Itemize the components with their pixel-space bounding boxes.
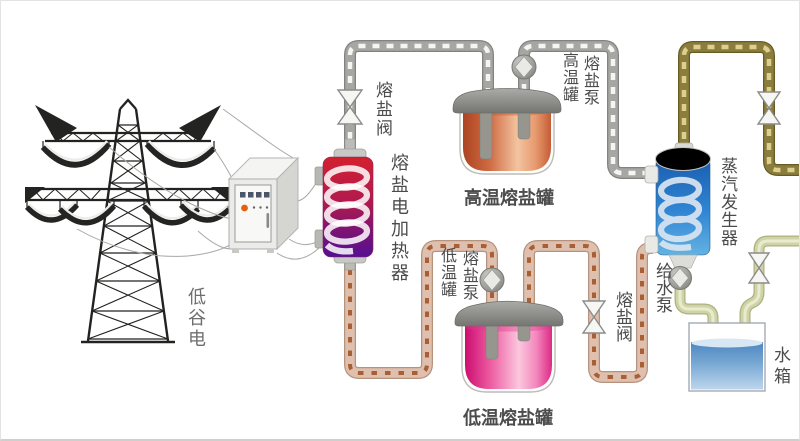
label-electric-heater: 熔盐电加热器	[388, 153, 409, 285]
label-high-temp-pump-line2: 熔盐泵	[581, 55, 600, 106]
label-low-temp-pump-line2: 熔盐泵	[460, 250, 479, 301]
label-top-molten-salt-valve: 熔盐阀	[372, 81, 392, 138]
transmission-tower	[24, 98, 234, 344]
label-water-tank: 水箱	[770, 346, 790, 388]
generator-coil	[657, 176, 703, 251]
cold-tank-lid	[454, 300, 564, 327]
steam-valve-icon	[756, 91, 782, 125]
molten-salt-valve-bottom-icon	[581, 300, 607, 334]
conductor-crescents	[24, 140, 234, 226]
heater-coil	[323, 165, 371, 255]
molten-salt-electric-heater	[314, 138, 374, 271]
control-cabinet	[227, 156, 300, 253]
cabinet-buttons	[240, 192, 270, 228]
power-wires	[76, 108, 322, 260]
label-feed-water-pump: 给水泵	[652, 262, 672, 313]
label-bottom-molten-salt-valve: 熔盐阀	[612, 291, 632, 342]
feed-water-pump-icon	[668, 266, 692, 290]
molten-salt-valve-top-icon	[336, 89, 364, 125]
hot-tank-lid	[452, 88, 562, 114]
label-low-temp-tank: 低温熔盐罐	[463, 408, 553, 429]
pipe-hot-tank-to-steam-generator	[518, 40, 653, 179]
high-temp-molten-salt-tank	[452, 88, 562, 175]
label-high-temp-pump-line1: 高温罐	[560, 52, 579, 103]
feedwater-valve-icon	[747, 252, 771, 284]
cabinet-power-light	[241, 204, 248, 212]
label-steam-generator: 蒸汽发生器	[717, 157, 737, 247]
steam-generator	[644, 142, 711, 269]
label-low-temp-pump-line1: 低温罐	[438, 247, 457, 298]
hot-tank-pump-icon	[511, 54, 537, 80]
low-temp-molten-salt-tank	[454, 300, 564, 393]
label-high-temp-tank: 高温熔盐罐	[464, 188, 554, 209]
feedwater-pipe-right	[739, 235, 799, 331]
pipe-cold-tank-to-heater	[344, 240, 498, 379]
cold-tank-pump-icon	[479, 267, 505, 293]
feedwater-pipe-left	[674, 287, 719, 331]
steam-output-pipe	[678, 41, 799, 176]
label-offpeak-power: 低谷电	[185, 287, 206, 350]
pipe-generator-to-cold-tank	[523, 240, 657, 383]
pipe-heater-to-hot-tank	[344, 40, 494, 153]
water-tank	[688, 322, 766, 392]
